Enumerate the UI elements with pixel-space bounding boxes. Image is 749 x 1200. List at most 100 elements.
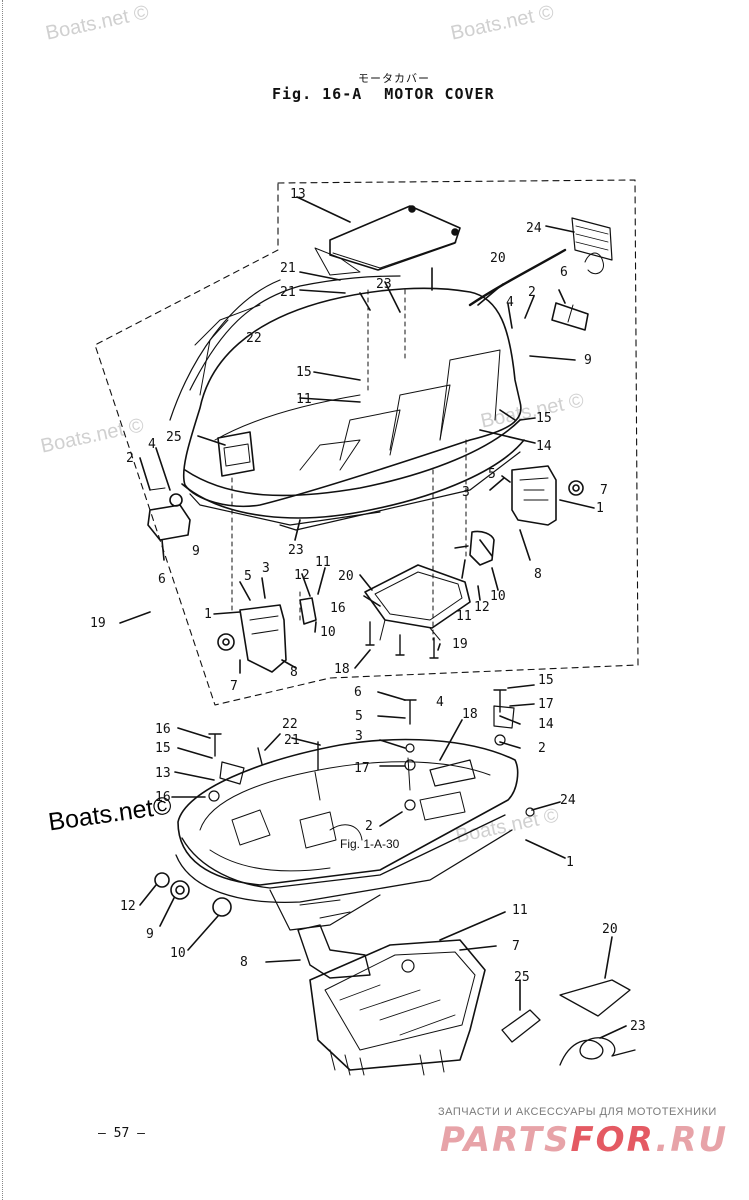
figure-number: Fig. 16-A bbox=[272, 85, 363, 103]
callout: 16 bbox=[330, 601, 346, 616]
intake-cover bbox=[329, 205, 461, 271]
cross-reference: Fig. 1-A-30 bbox=[340, 837, 400, 851]
callout: 3 bbox=[262, 561, 270, 576]
callout: 15 bbox=[155, 741, 171, 756]
callout: 24 bbox=[560, 793, 576, 808]
spring-part bbox=[559, 1037, 636, 1066]
callout: 19 bbox=[452, 637, 468, 652]
decal bbox=[571, 217, 613, 261]
page-number: — 57 — bbox=[98, 1126, 145, 1141]
callout: 2 bbox=[126, 451, 134, 466]
callout: 11 bbox=[315, 555, 331, 570]
upper-group-boundary bbox=[94, 179, 639, 706]
callout: 10 bbox=[320, 625, 336, 640]
callout: 12 bbox=[294, 568, 310, 583]
callout: 21 bbox=[280, 261, 296, 276]
upper-cover-lower-rim bbox=[181, 439, 525, 519]
japanese-title: モータカバー bbox=[358, 73, 430, 85]
roll-part bbox=[501, 1009, 541, 1043]
callout: 11 bbox=[456, 609, 472, 624]
callout: 6 bbox=[354, 685, 362, 700]
figure-name: MOTOR COVER bbox=[384, 85, 495, 103]
callout: 9 bbox=[192, 544, 200, 559]
callout: 25 bbox=[166, 430, 182, 445]
callout: 7 bbox=[512, 939, 520, 954]
callout: 11 bbox=[296, 392, 312, 407]
callout: 21 bbox=[284, 733, 300, 748]
callout: 22 bbox=[282, 717, 298, 732]
callout: 16 bbox=[155, 790, 171, 805]
bottom-pan bbox=[309, 939, 486, 1071]
callout: 12 bbox=[474, 600, 490, 615]
callout: 8 bbox=[240, 955, 248, 970]
handle-right bbox=[551, 302, 589, 331]
latch-left bbox=[239, 604, 287, 673]
logo-part: PARTS bbox=[440, 1120, 571, 1160]
callout: 23 bbox=[288, 543, 304, 558]
callout: 3 bbox=[355, 729, 363, 744]
callout: 9 bbox=[584, 353, 592, 368]
callout-numbers: 13 20 21 22 20 21 23 24 6 2 4 9 15 11 25… bbox=[90, 187, 646, 1034]
callout: 8 bbox=[290, 665, 298, 680]
callout: 12 bbox=[120, 899, 136, 914]
footer-tagline: ЗАПЧАСТИ И АКСЕССУАРЫ ДЛЯ МОТОТЕХНИКИ bbox=[438, 1106, 717, 1118]
figure-title: Fig. 16-A MOTOR COVER bbox=[272, 85, 495, 103]
logo-part: .RU bbox=[655, 1120, 729, 1160]
callout: 3 bbox=[462, 485, 470, 500]
callout: 14 bbox=[536, 439, 552, 454]
callout: 17 bbox=[354, 761, 370, 776]
footer-logo: PARTSFOR.RU bbox=[440, 1120, 728, 1160]
callout: 5 bbox=[244, 569, 252, 584]
logo-part: FOR bbox=[570, 1120, 656, 1160]
callout: 5 bbox=[355, 709, 363, 724]
callout: 23 bbox=[376, 277, 392, 292]
binding-edge bbox=[2, 0, 4, 1200]
callout: 18 bbox=[462, 707, 478, 722]
callout: 20 bbox=[602, 922, 618, 937]
callout: 6 bbox=[158, 572, 166, 587]
callout: 20 bbox=[490, 251, 506, 266]
callout: 15 bbox=[296, 365, 312, 380]
callout: 22 bbox=[246, 331, 262, 346]
callout: 4 bbox=[506, 295, 514, 310]
callout: 19 bbox=[90, 616, 106, 631]
callout: 4 bbox=[148, 437, 156, 452]
callout: 10 bbox=[170, 946, 186, 961]
callout: 15 bbox=[536, 411, 552, 426]
callout: 24 bbox=[526, 221, 542, 236]
card-part bbox=[559, 979, 631, 1017]
callout: 1 bbox=[566, 855, 574, 870]
callout: 14 bbox=[538, 717, 554, 732]
callout: 20 bbox=[338, 569, 354, 584]
callout: 1 bbox=[596, 501, 604, 516]
callout: 11 bbox=[512, 903, 528, 918]
callout: 4 bbox=[436, 695, 444, 710]
callout: 21 bbox=[280, 285, 296, 300]
callout: 5 bbox=[488, 467, 496, 482]
callout: 13 bbox=[290, 187, 306, 202]
latch-right bbox=[511, 465, 557, 526]
callout: 16 bbox=[155, 722, 171, 737]
callout: 10 bbox=[490, 589, 506, 604]
callout: 18 bbox=[334, 662, 350, 677]
callout: 17 bbox=[538, 697, 554, 712]
callout: 7 bbox=[230, 679, 238, 694]
lower-cover-shell bbox=[177, 738, 519, 886]
callout: 2 bbox=[528, 285, 536, 300]
callout: 23 bbox=[630, 1019, 646, 1034]
callout: 8 bbox=[534, 567, 542, 582]
callout: 25 bbox=[514, 970, 530, 985]
callout: 1 bbox=[204, 607, 212, 622]
callout: 6 bbox=[560, 265, 568, 280]
callout: 9 bbox=[146, 927, 154, 942]
grommet-plate bbox=[217, 431, 255, 477]
upper-cover-rim bbox=[184, 419, 521, 497]
callout: 2 bbox=[538, 741, 546, 756]
callout: 7 bbox=[600, 483, 608, 498]
callout: 15 bbox=[538, 673, 554, 688]
callout: 2 bbox=[365, 819, 373, 834]
callout: 13 bbox=[155, 766, 171, 781]
handle-left bbox=[147, 504, 191, 541]
